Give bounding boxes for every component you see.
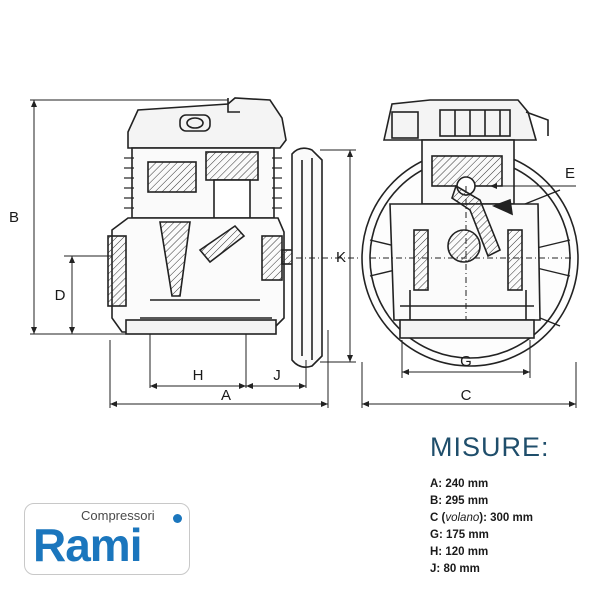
label-c: C [461,387,472,404]
spec-item-h: H: 120 mm [430,546,489,558]
label-d: D [55,287,66,304]
side-view [107,97,323,368]
arrowheads [31,100,576,407]
label-h: H [193,367,204,384]
label-a: A [221,387,231,404]
label-g: G [460,353,472,370]
compressor-drawing: B D H J A K E G C [9,97,579,408]
measurements-heading: MISURE: [430,432,550,462]
measurements-list: A: 240 mm B: 295 mm C (volano): 300 mm G… [430,476,533,578]
label-b: B [9,209,19,226]
rami-logo: Compressori Rami [24,503,190,575]
logo-subtitle: Compressori [81,508,155,523]
spec-item-a: A: 240 mm [430,478,489,490]
label-k: K [336,249,346,266]
spec-item-c-note: volano [445,512,480,524]
spec-item-c: C (volano): 300 mm [430,512,533,524]
logo-wordmark: Rami [33,519,142,571]
spec-item-j: J: 80 mm [430,563,480,575]
spec-item-b: B: 295 mm [430,495,489,507]
label-e: E [565,165,575,182]
spec-item-g: G: 175 mm [430,529,489,541]
front-dimensions [361,185,577,408]
label-j: J [273,367,281,384]
front-view [361,99,579,367]
logo-dot-icon [173,514,182,523]
